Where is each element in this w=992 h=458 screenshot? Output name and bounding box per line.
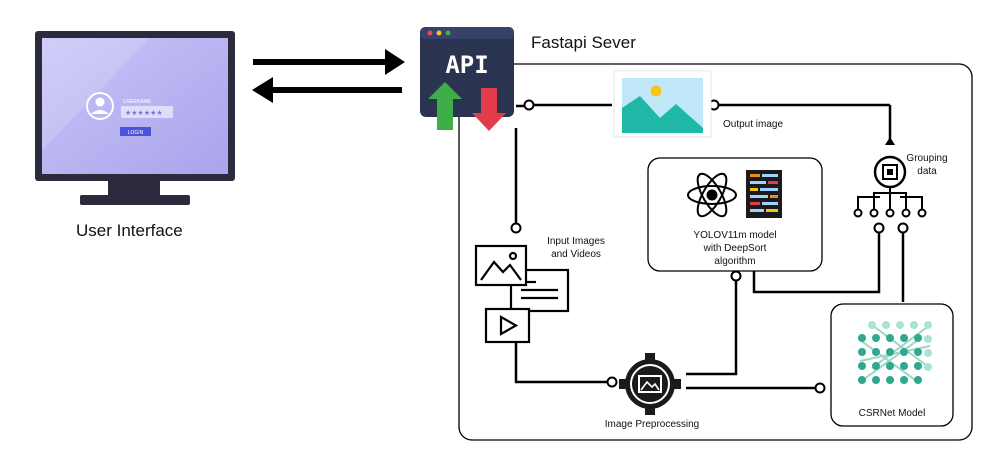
- password-mask: ★★★★★★: [125, 109, 163, 117]
- input-label-line1: Input Images: [547, 236, 605, 247]
- yolo-label-line2: with DeepSort: [703, 243, 767, 254]
- input-label: Input Images and Videos: [539, 235, 613, 261]
- api-badge-text: API: [445, 51, 488, 79]
- upload-arrow-icon: [428, 82, 462, 130]
- yolo-label: YOLOV11m model with DeepSort algorithm: [659, 229, 811, 268]
- server-boundary: [458, 63, 973, 441]
- preprocessing-gear-icon: [619, 353, 681, 415]
- request-arrow-icon: [253, 49, 405, 75]
- login-button-label: LOGIN: [128, 130, 144, 136]
- output-image-label: Output image: [723, 119, 784, 130]
- user-avatar-icon: [86, 92, 114, 120]
- grouping-label-line1: Grouping: [906, 153, 948, 164]
- grouping-label-line2: data: [917, 166, 937, 177]
- input-media-icon: [474, 244, 570, 344]
- arrow-head-icon: [885, 137, 895, 145]
- yolo-label-line3: algorithm: [714, 256, 756, 267]
- grouping-data-label: Grouping data: [903, 152, 951, 178]
- csrnet-label: CSRNet Model: [858, 408, 926, 419]
- response-arrow-icon: [252, 77, 402, 103]
- password-field: [121, 106, 173, 118]
- neural-network-icon: [858, 321, 932, 384]
- server-label: Fastapi Sever: [531, 33, 636, 52]
- atom-icon: [687, 172, 737, 218]
- output-image-icon: [613, 70, 712, 138]
- username-label: USERNAME: [123, 99, 152, 105]
- data-rows-icon: [746, 170, 782, 218]
- api-icon: API: [420, 27, 514, 117]
- download-arrow-icon: [472, 88, 506, 131]
- yolo-label-line1: YOLOV11m model: [693, 230, 777, 241]
- input-label-line2: and Videos: [551, 249, 601, 260]
- login-button: [120, 127, 151, 136]
- preprocessing-label: Image Preprocessing: [604, 419, 700, 430]
- grouping-data-icon: [853, 155, 927, 218]
- monitor-icon: USERNAME ★★★★★★ LOGIN: [35, 31, 235, 205]
- user-interface-label: User Interface: [76, 221, 183, 240]
